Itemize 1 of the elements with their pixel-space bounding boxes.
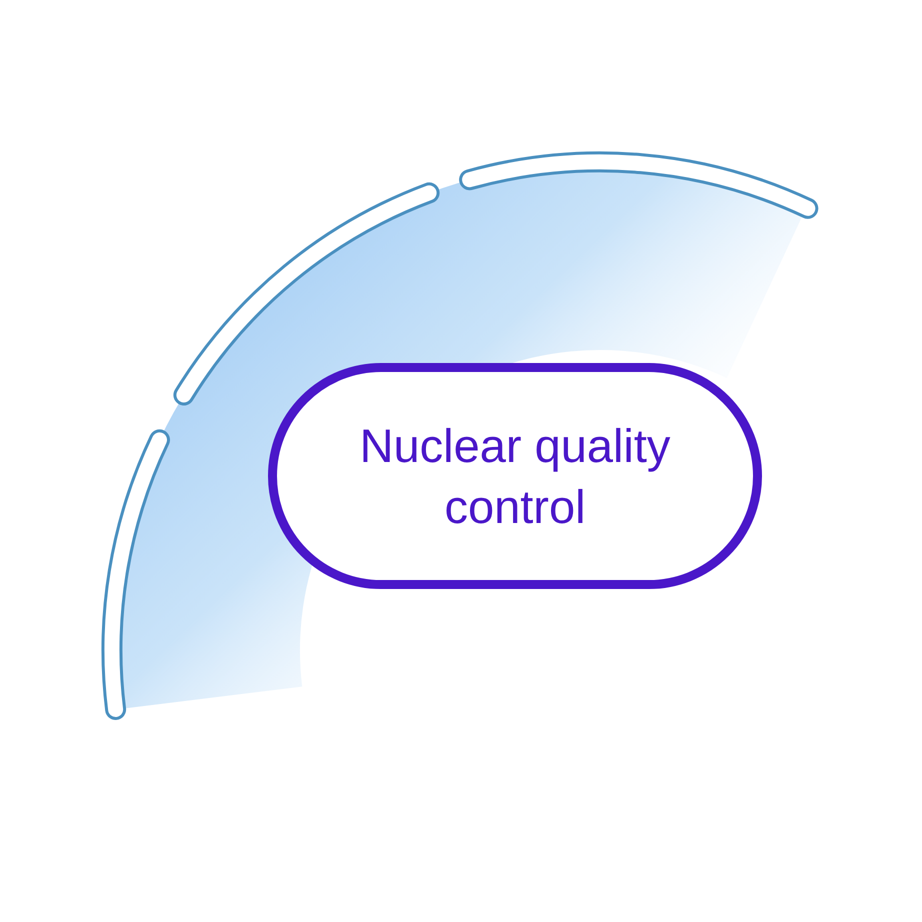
node-label: Nuclear quality control: [358, 418, 672, 535]
